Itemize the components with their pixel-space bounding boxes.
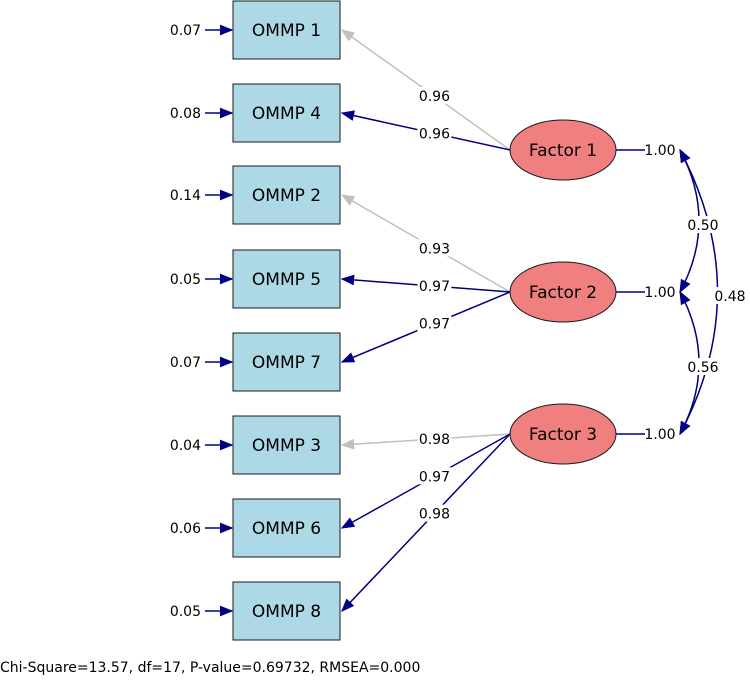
- loading-label-bg: [417, 124, 452, 142]
- observed-box-ommp-6: [232, 498, 341, 558]
- observed-box-ommp-4: [232, 83, 341, 143]
- observed-label-ommp-7: OMMP 7: [252, 353, 321, 373]
- observed-box-ommp-3: [232, 415, 341, 475]
- observed-box-ommp-8: [232, 581, 341, 641]
- path-diagram: OMMP 1 OMMP 4 OMMP 2 OMMP 5 OMMP 7 OMMP 3 OMMP…: [170, 0, 747, 641]
- factor-variance-factor-3: 1.00: [644, 427, 675, 443]
- loading-value-ommp-4: 0.96: [419, 126, 450, 142]
- loading-label-bg: [417, 277, 452, 295]
- loading-value-ommp-5: 0.97: [419, 279, 450, 295]
- observed-label-ommp-2: OMMP 2: [252, 186, 321, 206]
- observed-label-ommp-4: OMMP 4: [252, 104, 321, 124]
- observed-label-ommp-6: OMMP 6: [252, 519, 321, 539]
- factor-label-factor-2: Factor 2: [529, 283, 597, 303]
- observed-label-ommp-3: OMMP 3: [252, 436, 321, 456]
- factor-ellipse-factor-1: [509, 119, 617, 181]
- loading-value-ommp-3: 0.98: [419, 432, 450, 448]
- error-variance-ommp-4: 0.08: [170, 106, 201, 122]
- observed-box-ommp-7: [232, 332, 341, 392]
- correlation-value-0-2: 0.48: [714, 289, 745, 305]
- loading-label-bg: [417, 429, 452, 447]
- loading-label-bg: [417, 504, 452, 522]
- fit-statistics: Chi-Square=13.57, df=17, P-value=0.69732…: [0, 660, 421, 676]
- error-variance-ommp-3: 0.04: [170, 438, 201, 454]
- loading-value-ommp-1: 0.96: [419, 89, 450, 105]
- observed-label-ommp-5: OMMP 5: [252, 270, 321, 290]
- loading-arrow-ommp-8: [341, 433, 511, 612]
- factor-label-factor-3: Factor 3: [529, 425, 597, 445]
- factor-ellipse-factor-3: [509, 403, 617, 465]
- correlation-value-0-1: 0.50: [687, 218, 718, 234]
- factor-ellipse-factor-2: [509, 261, 617, 323]
- loading-label-bg: [417, 467, 452, 485]
- loading-label-bg: [417, 239, 452, 257]
- loading-label-bg: [417, 87, 452, 104]
- observed-box-ommp-5: [232, 249, 341, 309]
- error-variance-ommp-8: 0.05: [170, 604, 201, 620]
- loading-label-bg: [417, 314, 452, 332]
- loading-value-ommp-6: 0.97: [419, 469, 450, 485]
- observed-label-ommp-1: OMMP 1: [252, 21, 321, 41]
- correlation-label-bg: [686, 216, 720, 233]
- correlation-value-1-2: 0.56: [687, 360, 718, 376]
- factor-variance-factor-2: 1.00: [644, 285, 675, 301]
- observed-box-ommp-2: [232, 165, 341, 225]
- error-variance-ommp-6: 0.06: [170, 521, 201, 537]
- correlation-label-bg: [713, 287, 747, 304]
- observed-box-ommp-1: [232, 0, 341, 60]
- loading-value-ommp-8: 0.98: [419, 507, 450, 523]
- error-variance-ommp-5: 0.05: [170, 272, 201, 288]
- observed-label-ommp-8: OMMP 8: [252, 602, 321, 622]
- factor-variance-factor-1: 1.00: [644, 143, 675, 159]
- error-variance-ommp-7: 0.07: [170, 355, 201, 371]
- loading-value-ommp-2: 0.93: [419, 241, 450, 257]
- correlation-curve-0-2: [679, 148, 719, 436]
- error-variance-ommp-1: 0.07: [170, 23, 201, 39]
- correlation-label-bg: [686, 358, 720, 375]
- error-variance-ommp-2: 0.14: [170, 188, 201, 204]
- factor-label-factor-1: Factor 1: [529, 141, 597, 161]
- loading-value-ommp-7: 0.97: [419, 317, 450, 333]
